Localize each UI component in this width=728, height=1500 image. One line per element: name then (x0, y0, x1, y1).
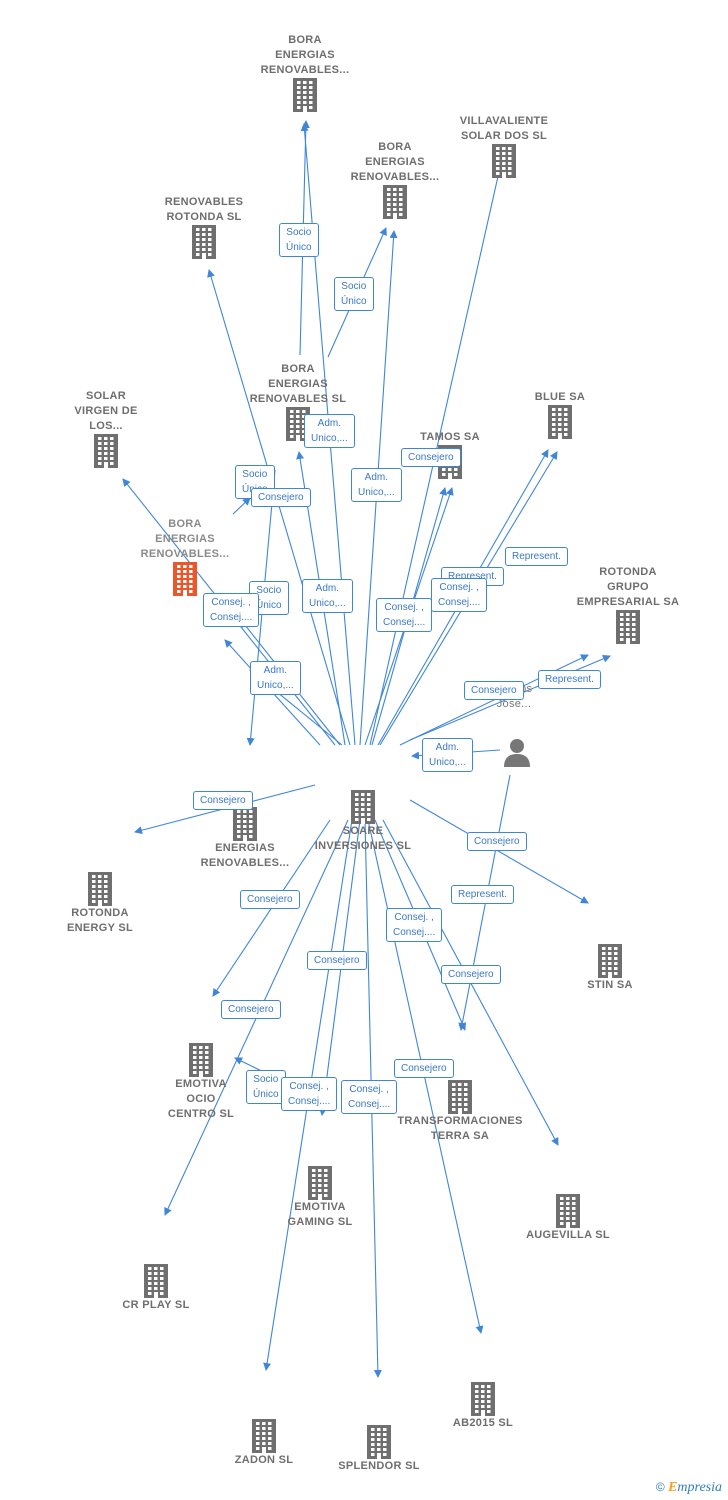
company-node-villavaliente-solar-dos-sl[interactable]: VILLAVALIENTE SOLAR DOS SL (439, 114, 569, 178)
node-label: ENERGIAS RENOVABLES... (200, 842, 290, 869)
building-icon (439, 144, 569, 178)
copyright-symbol: © (655, 1480, 665, 1494)
building-icon (330, 185, 460, 219)
node-label: CR PLAY SL (122, 1299, 190, 1311)
building-icon (240, 78, 370, 112)
company-node-bora-energias-renovables-sl[interactable]: BORA ENERGIAS RENOVABLES SL (233, 362, 363, 441)
edge-label[interactable]: Consej. , Consej.... (281, 1077, 338, 1111)
edge-label[interactable]: Socio Único (246, 1070, 286, 1104)
edge-label[interactable]: Consej. , Consej.... (431, 578, 488, 612)
edge-label[interactable]: Consejero (240, 890, 300, 909)
node-label: BORA ENERGIAS RENOVABLES SL (249, 363, 347, 405)
building-icon (180, 807, 310, 841)
company-node-emotiva-gaming-sl[interactable]: EMOTIVA GAMING SL (255, 1166, 385, 1230)
edge-label[interactable]: Socio Único (279, 223, 319, 257)
edge-label[interactable]: Consejero (221, 1000, 281, 1019)
company-node-rotonda-energias-renovables[interactable]: ENERGIAS RENOVABLES... (180, 807, 310, 871)
relationship-edge (207, 269, 351, 746)
company-node-soare-inversiones-sl[interactable]: SOARE INVERSIONES SL (298, 790, 428, 854)
node-label: BORA ENERGIAS RENOVABLES... (260, 34, 350, 76)
edge-label[interactable]: Adm. Unico,... (351, 468, 402, 502)
edge-label[interactable]: Consejero (441, 965, 501, 984)
edge-label[interactable]: Consejero (307, 951, 367, 970)
node-label: BORA ENERGIAS RENOVABLES... (350, 141, 440, 183)
company-node-ab2015-sl[interactable]: AB2015 SL (418, 1382, 548, 1431)
building-icon (503, 1194, 633, 1228)
edge-label[interactable]: Socio Único (334, 277, 374, 311)
building-icon (41, 434, 171, 468)
edge-label[interactable]: Represent. (451, 885, 514, 904)
edge-label[interactable]: Consejero (401, 448, 461, 467)
node-label: AB2015 SL (452, 1417, 514, 1429)
node-label: ROTONDA ENERGY SL (66, 907, 134, 934)
building-icon (298, 790, 428, 824)
building-icon (545, 944, 675, 978)
building-icon (91, 1264, 221, 1298)
company-node-splendor-sl[interactable]: SPLENDOR SL (314, 1425, 444, 1474)
building-icon (136, 1043, 266, 1077)
empresia-logo: Empresia (668, 1480, 722, 1495)
node-label: VILLAVALIENTE SOLAR DOS SL (459, 115, 549, 142)
node-label: AUGEVILLA SL (526, 1229, 610, 1241)
edge-label[interactable]: Consej. , Consej.... (341, 1080, 398, 1114)
building-icon (139, 225, 269, 259)
building-icon (495, 405, 625, 439)
node-label: ROTONDA GRUPO EMPRESARIAL SA (576, 566, 680, 608)
company-node-renovables-rotonda-sl[interactable]: RENOVABLES ROTONDA SL (139, 195, 269, 259)
company-node-cr-play-sl[interactable]: CR PLAY SL (91, 1264, 221, 1313)
company-node-solar-virgen-de-los[interactable]: SOLAR VIRGEN DE LOS... (41, 389, 171, 468)
person-icon (502, 737, 532, 767)
building-icon (255, 1166, 385, 1200)
edge-label[interactable]: Represent. (505, 547, 568, 566)
company-node-bora-energias-renovables-1[interactable]: BORA ENERGIAS RENOVABLES... (240, 33, 370, 112)
company-node-blue-sa[interactable]: BLUE SA (495, 390, 625, 439)
edge-label[interactable]: Consejero (464, 681, 524, 700)
node-label: TAMOS SA (420, 431, 480, 443)
footer-brand: © Empresia (656, 1480, 722, 1496)
edge-label[interactable]: Consejero (467, 832, 527, 851)
node-label: EMOTIVA OCIO CENTRO SL (167, 1078, 235, 1120)
company-node-bora-energias-renovables-2[interactable]: BORA ENERGIAS RENOVABLES... (330, 140, 460, 219)
edge-label[interactable]: Adm. Unico,... (422, 738, 473, 772)
edge-label[interactable]: Adm. Unico,... (304, 414, 355, 448)
node-label: ZADON SL (234, 1454, 294, 1466)
building-icon (563, 610, 693, 644)
edge-label[interactable]: Consejero (394, 1059, 454, 1078)
node-label: EMOTIVA GAMING SL (287, 1201, 353, 1228)
edge-label[interactable]: Adm. Unico,... (250, 661, 301, 695)
relationship-edge (409, 799, 589, 904)
company-node-rotonda-energy-sl[interactable]: ROTONDA ENERGY SL (35, 872, 165, 936)
company-node-bora-energias-renovables-focus[interactable]: BORA ENERGIAS RENOVABLES... (120, 517, 250, 596)
company-node-stin-sa[interactable]: STIN SA (545, 944, 675, 993)
edge-label[interactable]: Consejero (251, 488, 311, 507)
node-label: BLUE SA (534, 391, 586, 403)
node-label: RENOVABLES ROTONDA SL (164, 196, 244, 223)
edge-label[interactable]: Consej. , Consej.... (376, 598, 433, 632)
company-node-emotiva-ocio-centro-sl[interactable]: EMOTIVA OCIO CENTRO SL (136, 1043, 266, 1122)
building-icon (35, 872, 165, 906)
edge-label[interactable]: Consejero (193, 791, 253, 810)
relationship-edge (232, 497, 251, 515)
node-label: SPLENDOR SL (338, 1460, 420, 1472)
node-label: SOLAR VIRGEN DE LOS... (74, 390, 138, 432)
building-icon (199, 1419, 329, 1453)
building-icon-highlighted (120, 562, 250, 596)
node-label: BORA ENERGIAS RENOVABLES... (140, 518, 230, 560)
edge-label[interactable]: Adm. Unico,... (302, 579, 353, 613)
node-label: STIN SA (587, 979, 633, 991)
company-node-rotonda-grupo-empresarial-sa[interactable]: ROTONDA GRUPO EMPRESARIAL SA (563, 565, 693, 644)
company-node-transformaciones-terra-sa[interactable]: TRANSFORMACIONES TERRA SA (395, 1080, 525, 1144)
edge-label[interactable]: Consej. , Consej.... (386, 908, 443, 942)
company-node-augevilla-sl[interactable]: AUGEVILLA SL (503, 1194, 633, 1243)
node-label: SOARE INVERSIONES SL (314, 825, 412, 852)
company-node-zadon-sl[interactable]: ZADON SL (199, 1419, 329, 1468)
building-icon (395, 1080, 525, 1114)
node-label: TRANSFORMACIONES TERRA SA (397, 1115, 523, 1142)
edge-label[interactable]: Represent. (538, 670, 601, 689)
edge-label[interactable]: Consej. , Consej.... (203, 593, 260, 627)
building-icon (418, 1382, 548, 1416)
building-icon (314, 1425, 444, 1459)
